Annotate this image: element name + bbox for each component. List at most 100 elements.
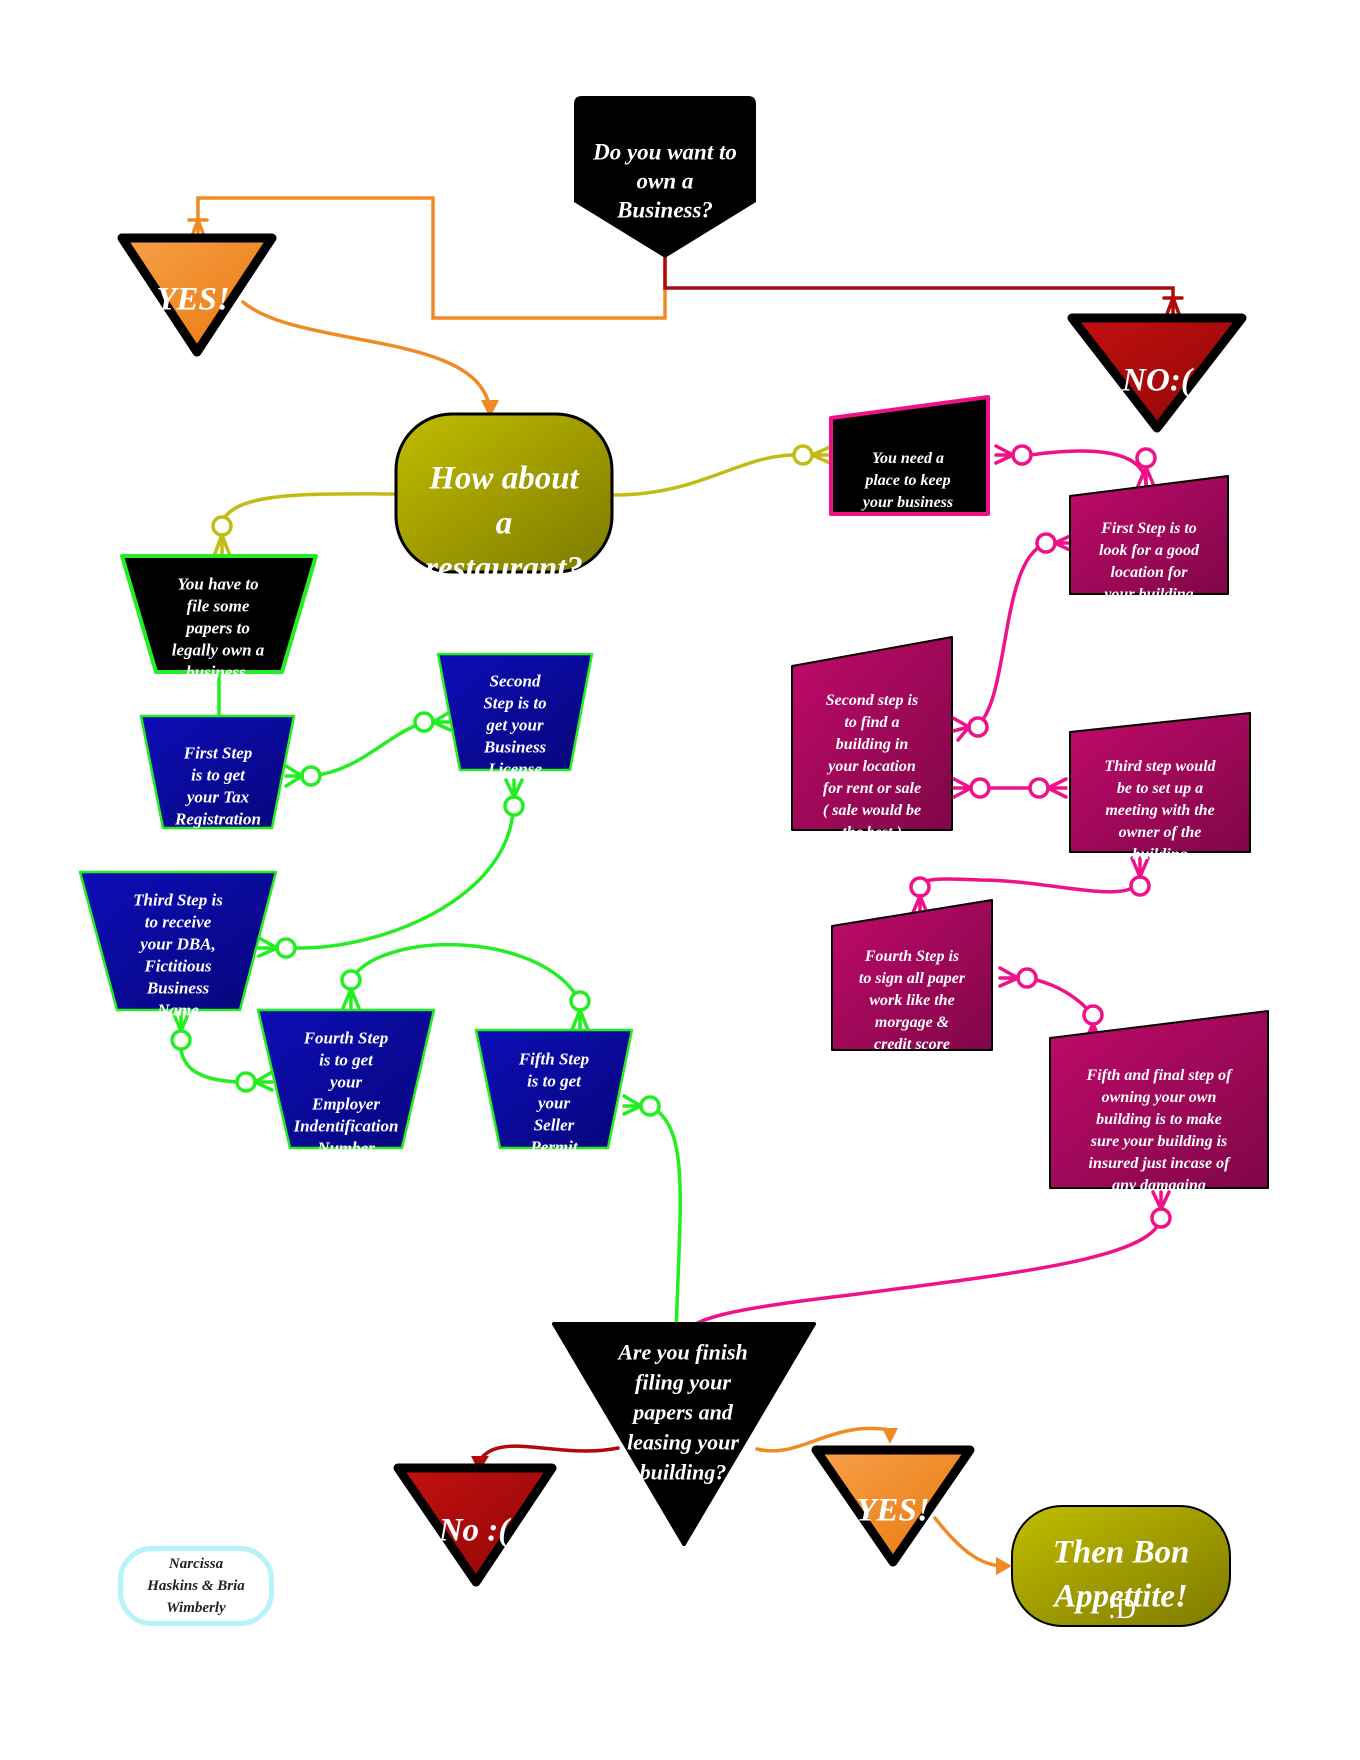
node-text-line: Do you want to <box>592 139 737 164</box>
node-text-line: is to get <box>527 1072 582 1091</box>
build-step2-shape <box>791 636 953 831</box>
node-text-line: Appettite! <box>1052 1578 1188 1614</box>
node-text-line: papers and <box>631 1400 734 1425</box>
node-text-line: YES! <box>156 281 229 317</box>
optional-marker-icon <box>569 990 591 1012</box>
start-shape <box>574 96 756 258</box>
node-text-line: Number <box>316 1139 375 1158</box>
many-marker-icon <box>1053 534 1072 552</box>
optional-marker-icon <box>1016 967 1038 989</box>
node-text-line: Business <box>483 738 547 757</box>
many-marker-icon <box>171 1010 191 1033</box>
node-no-top-text: NO:( <box>1121 362 1194 398</box>
optional-marker-icon <box>1035 532 1057 554</box>
node-yes-bottom-text: YES! <box>856 1492 929 1528</box>
node-text-line: License <box>487 760 542 779</box>
node-text-line: building <box>1132 846 1187 863</box>
optional-marker-icon <box>275 937 297 959</box>
connector-yes-end <box>933 1516 1004 1568</box>
many-marker-icon <box>1136 465 1156 488</box>
paper-step1-shape <box>139 714 296 830</box>
connector-paper-step4-step5 <box>349 942 581 1002</box>
many-marker-icon <box>998 966 1020 988</box>
node-text-line: YES! <box>856 1492 929 1528</box>
node-text-line: Fifth and final step of <box>1086 1067 1234 1084</box>
node-text-line: your Tax <box>185 788 250 807</box>
optional-marker-icon <box>792 444 814 466</box>
many-marker-icon <box>253 1070 274 1092</box>
node-text-line: Third Step is <box>133 891 223 910</box>
node-no-top[interactable]: NO:( <box>1067 313 1247 433</box>
optional-marker-icon <box>235 1071 257 1093</box>
node-text-line: building? <box>640 1460 727 1485</box>
many-marker-icon <box>257 936 279 958</box>
optional-marker-icon <box>503 795 525 817</box>
connector-build3-build4 <box>916 877 1134 894</box>
node-text-line: any damaging <box>1112 1177 1206 1194</box>
optional-marker-icon <box>211 515 233 537</box>
papers-shape <box>120 554 318 674</box>
many-marker-icon <box>431 710 452 732</box>
node-text-line: file some <box>187 597 250 616</box>
many-marker-icon <box>212 533 232 558</box>
node-yes-top[interactable]: YES! <box>117 233 277 357</box>
node-text-line: NO:( <box>1121 362 1194 398</box>
node-text-line: place to keep <box>863 472 950 489</box>
node-text-line: Fictitious <box>143 957 211 976</box>
node-text-line: is to get <box>319 1051 374 1070</box>
build-step4-shape <box>831 899 993 1051</box>
connector-place-build1 <box>1028 449 1148 492</box>
node-no-bottom[interactable]: No :( <box>393 1463 557 1587</box>
node-yes-bottom[interactable]: YES! <box>811 1445 975 1567</box>
node-text-line: for rent or sale <box>823 780 921 797</box>
node-text-line: Third step would <box>1104 758 1216 775</box>
paper-step3-shape <box>78 870 278 1012</box>
many-marker-icon <box>570 1008 590 1032</box>
node-text-line: location for <box>1111 564 1189 581</box>
node-text-line: own a <box>637 168 694 193</box>
node-text-line: work like the <box>869 992 954 1009</box>
node-text-line: a <box>496 505 513 541</box>
connector-start-no <box>663 256 1175 316</box>
node-text-line: to receive <box>145 913 212 932</box>
node-text-line: your <box>536 1094 571 1113</box>
node-text-line: No :( <box>438 1512 512 1548</box>
paper-step2-shape <box>436 652 594 772</box>
yes-bottom-shape <box>811 1445 975 1567</box>
arrow-head-icon <box>996 1557 1012 1575</box>
node-text-line: your <box>328 1073 363 1092</box>
connector-paper-step5-finish <box>650 1105 682 1337</box>
many-marker-icon <box>1151 1190 1171 1211</box>
optional-marker-icon <box>1082 1004 1104 1026</box>
paper-step4-shape <box>256 1008 436 1150</box>
optional-marker-icon <box>639 1095 661 1117</box>
optional-marker-icon <box>969 777 991 799</box>
connector-paper-step1-step2 <box>310 720 425 778</box>
node-text-line: to find a <box>844 714 899 731</box>
connector-build1-build2 <box>975 542 1047 728</box>
node-text-line: How about <box>428 460 579 496</box>
